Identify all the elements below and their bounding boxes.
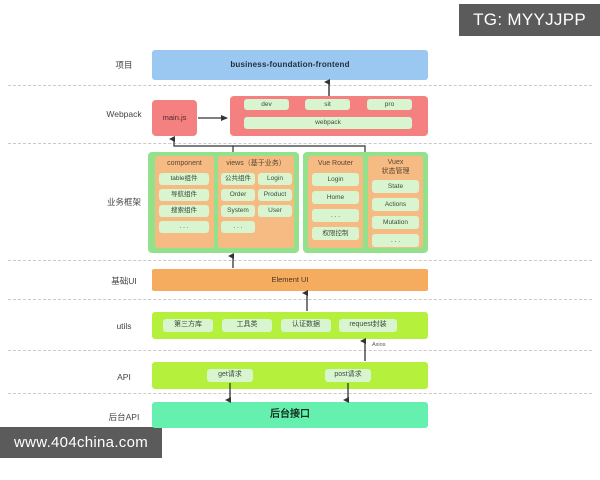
row-label-backend-api: 后台API [108, 412, 140, 422]
backend-interface-bar[interactable]: 后台接口 [152, 402, 428, 428]
row-separator-1 [8, 85, 592, 86]
tg-watermark-badge: TG: MYYJJPP [459, 4, 600, 36]
router-column-header: Vue Router [317, 160, 354, 167]
site-watermark-badge: www.404china.com [0, 427, 163, 458]
views-item-login[interactable]: Login [258, 173, 292, 185]
webpack-env-dev[interactable]: dev [244, 99, 289, 110]
element-ui-bar[interactable]: Element UI [152, 269, 428, 291]
project-bar[interactable]: business-foundation-frontend [152, 50, 428, 80]
component-column-header: component [167, 160, 202, 167]
router-item-permission[interactable]: 权限控制 [312, 227, 359, 240]
router-item-more[interactable]: . . . [312, 209, 359, 222]
views-item-order[interactable]: Order [221, 189, 255, 201]
vuex-item-more[interactable]: . . . [372, 234, 419, 247]
api-bar [152, 362, 428, 389]
views-column [218, 156, 294, 248]
component-item-nav[interactable]: 导航组件 [159, 189, 209, 201]
webpack-env-sit[interactable]: sit [305, 99, 350, 110]
router-item-home[interactable]: Home [312, 191, 359, 204]
row-label-project: 项目 [115, 60, 133, 70]
axios-edge-label: Axios [372, 342, 386, 348]
views-item-common[interactable]: 公共组件 [221, 173, 255, 185]
row-separator-6 [8, 393, 592, 394]
vuex-item-actions[interactable]: Actions [372, 198, 419, 211]
row-label-webpack: Webpack [106, 109, 142, 119]
api-item-get[interactable]: get请求 [207, 369, 253, 382]
utils-item-request-wrapper[interactable]: request封装 [339, 319, 397, 332]
component-item-more[interactable]: . . . [159, 221, 209, 233]
row-label-framework: 业务框架 [106, 197, 141, 207]
mainjs-box[interactable]: main.js [152, 100, 197, 136]
router-item-login[interactable]: Login [312, 173, 359, 186]
vuex-column-header-line1: Vuex [387, 159, 404, 166]
row-label-utils: utils [116, 321, 132, 331]
views-item-product[interactable]: Product [258, 189, 292, 201]
vuex-column-header-line2: 状态管理 [381, 168, 410, 175]
row-separator-5 [8, 350, 592, 351]
webpack-env-pro[interactable]: pro [367, 99, 412, 110]
views-item-user[interactable]: User [258, 205, 292, 217]
webpack-bundler-bar[interactable]: webpack [244, 117, 412, 129]
component-column [155, 156, 214, 248]
vuex-item-mutation[interactable]: Mutation [372, 216, 419, 229]
utils-item-tools[interactable]: 工具类 [222, 319, 272, 332]
row-label-api: API [117, 372, 131, 382]
views-column-header: views（基于业务） [226, 160, 286, 167]
row-separator-4 [8, 299, 592, 300]
utils-item-third-party[interactable]: 第三方库 [163, 319, 213, 332]
component-item-search[interactable]: 搜索组件 [159, 205, 209, 217]
row-separator-2 [8, 143, 592, 144]
utils-item-auth-data[interactable]: 认证数据 [281, 319, 331, 332]
views-item-more[interactable]: . . . [221, 221, 255, 233]
api-item-post[interactable]: post请求 [325, 369, 371, 382]
row-separator-3 [8, 260, 592, 261]
views-item-system[interactable]: System [221, 205, 255, 217]
component-item-table[interactable]: table组件 [159, 173, 209, 185]
row-label-base-ui: 基础UI [111, 276, 137, 286]
vuex-item-state[interactable]: State [372, 180, 419, 193]
